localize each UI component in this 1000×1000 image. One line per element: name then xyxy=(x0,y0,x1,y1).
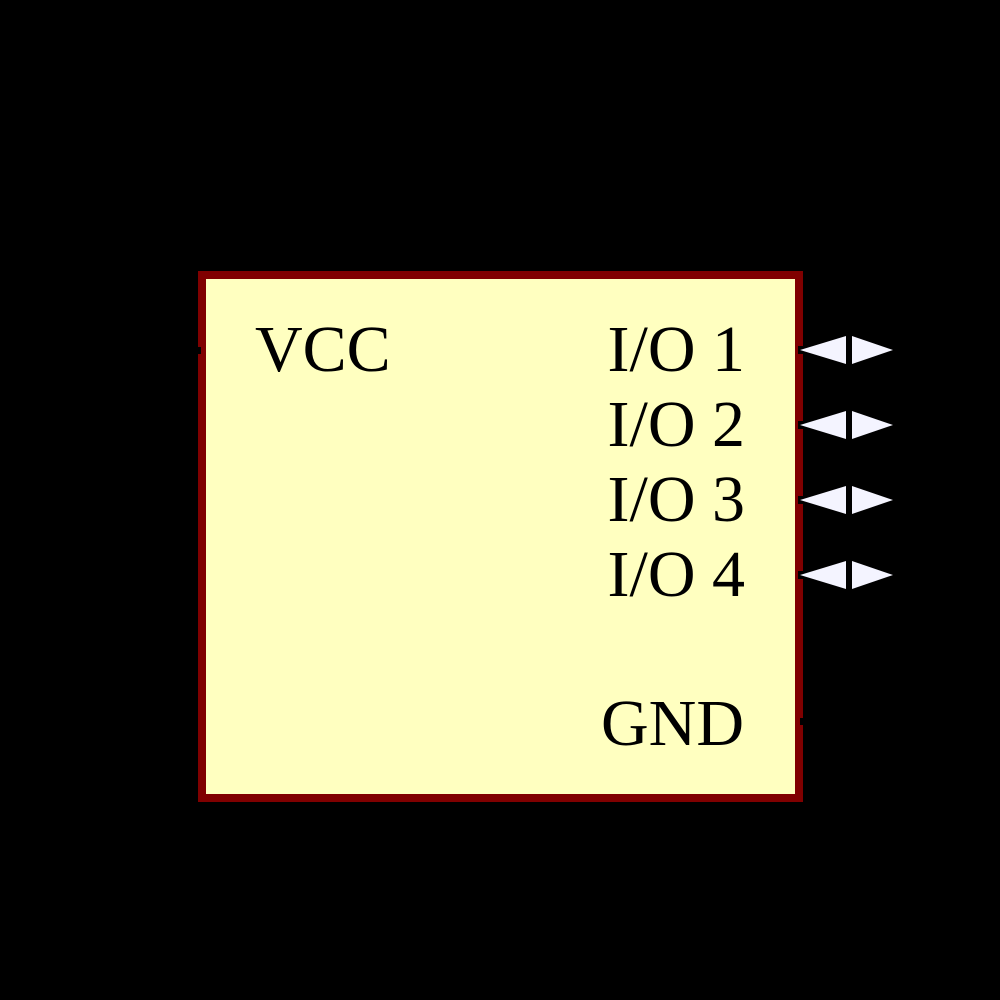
io-pin-label: I/O 4 xyxy=(607,538,745,611)
bidirectional-arrow-icon[interactable] xyxy=(800,410,893,440)
gnd-pin[interactable] xyxy=(800,718,809,725)
gnd-pin-label: GND xyxy=(601,687,744,760)
io-pin-label: I/O 2 xyxy=(607,388,745,461)
vcc-pin-label: VCC xyxy=(255,313,391,386)
component-body[interactable] xyxy=(198,271,803,802)
vcc-pin[interactable] xyxy=(192,347,201,354)
bidirectional-arrow-icon[interactable] xyxy=(800,335,893,365)
io-pin-label: I/O 3 xyxy=(607,463,745,536)
io-pin-label: I/O 1 xyxy=(607,313,745,386)
bidirectional-arrow-icon[interactable] xyxy=(800,560,893,590)
bidirectional-arrow-icon[interactable] xyxy=(800,485,893,515)
